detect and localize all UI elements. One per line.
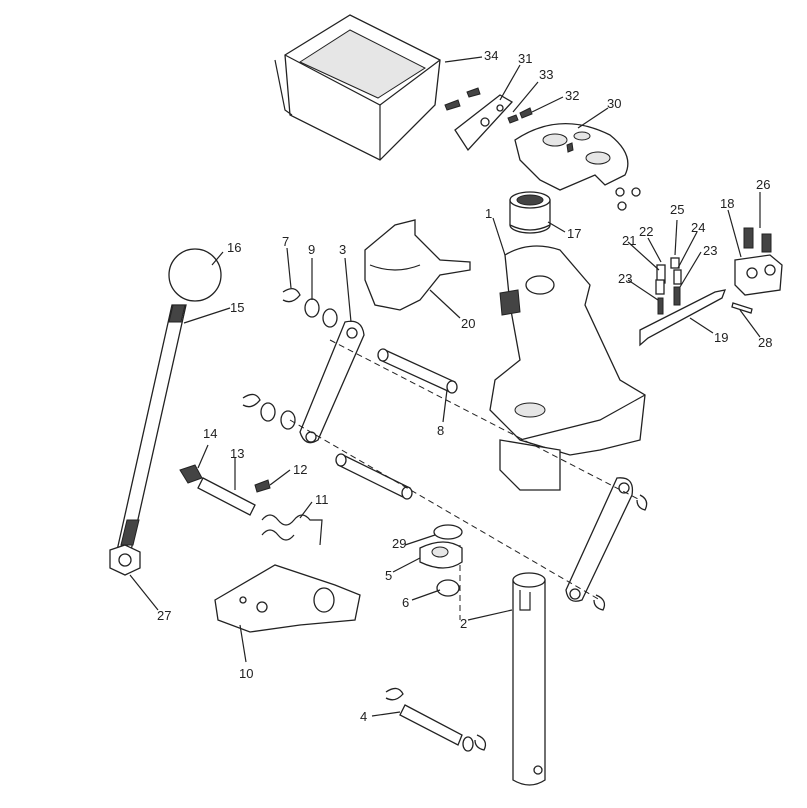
callout-6: 6 (402, 595, 409, 610)
part-15-rod (115, 304, 187, 556)
part-19-lever (639, 289, 727, 347)
callout-17: 17 (567, 226, 581, 241)
part-28-pin (731, 302, 753, 314)
part-4-pin (385, 687, 487, 752)
callout-18: 18 (720, 196, 734, 211)
part-9-washer-2 (322, 308, 338, 328)
callout-5: 5 (385, 568, 392, 583)
callout-27: 27 (157, 608, 171, 623)
part-9-washer (304, 298, 320, 318)
callout-28: 28 (758, 335, 772, 350)
callout-10: 10 (239, 666, 253, 681)
leader-lines (129, 56, 761, 717)
part-12-screw (254, 479, 271, 493)
callout-1: 1 (485, 206, 492, 221)
callout-22: 22 (639, 224, 653, 239)
part-6-cap (436, 579, 460, 597)
part-8-shaft-upper (377, 348, 458, 394)
callout-9: 9 (308, 242, 315, 257)
part-10-base (214, 564, 361, 633)
callout-labels: 34 31 33 32 30 1 17 16 15 7 9 3 20 8 21 … (157, 48, 772, 724)
callout-33: 33 (539, 67, 553, 82)
callout-12: 12 (293, 462, 307, 477)
callout-15: 15 (230, 300, 244, 315)
part-8-shaft-lower (335, 453, 413, 500)
part-26-block (734, 227, 783, 296)
callout-23-right: 23 (703, 243, 717, 258)
callout-34: 34 (484, 48, 498, 63)
part-7-clip (282, 288, 301, 303)
part-13-pin (197, 477, 256, 516)
callout-7: 7 (282, 234, 289, 249)
callout-16: 16 (227, 240, 241, 255)
part-34-bin (274, 14, 441, 161)
callout-29: 29 (392, 536, 406, 551)
part-23-spring-right (673, 286, 681, 306)
part-24-pin (673, 269, 682, 285)
part-3-link-right (565, 477, 648, 611)
part-17-cylinder (509, 191, 551, 234)
part-30-bracket (514, 122, 641, 211)
callout-21: 21 (622, 233, 636, 248)
callout-23-left: 23 (618, 271, 632, 286)
part-25-pin (670, 257, 680, 269)
part-1-main-body (489, 245, 646, 491)
callout-19: 19 (714, 330, 728, 345)
callout-13: 13 (230, 446, 244, 461)
part-21-pin (655, 279, 665, 295)
part-14-bolt (179, 464, 203, 484)
part-clip-left-lower (242, 393, 296, 430)
callout-11: 11 (315, 492, 329, 507)
callout-3: 3 (339, 242, 346, 257)
part-20-clamp (364, 219, 471, 311)
part-32-screw (507, 107, 533, 124)
part-3-link (299, 320, 365, 444)
part-5-block (419, 541, 463, 569)
part-27-nut (109, 544, 141, 576)
part-31-plate (444, 87, 514, 152)
callout-2: 2 (460, 616, 467, 631)
part-23-spring-left (657, 297, 664, 315)
part-11-spring (261, 514, 323, 546)
part-16-ball (168, 248, 222, 302)
callout-31: 31 (518, 51, 532, 66)
callout-8: 8 (437, 423, 444, 438)
callout-30: 30 (607, 96, 621, 111)
callout-25: 25 (670, 202, 684, 217)
callout-26: 26 (756, 177, 770, 192)
part-2-tube (512, 572, 546, 786)
callout-24: 24 (691, 220, 705, 235)
callout-20: 20 (461, 316, 475, 331)
callout-32: 32 (565, 88, 579, 103)
callout-4: 4 (360, 709, 367, 724)
callout-14: 14 (203, 426, 217, 441)
part-29-ring (433, 524, 463, 540)
